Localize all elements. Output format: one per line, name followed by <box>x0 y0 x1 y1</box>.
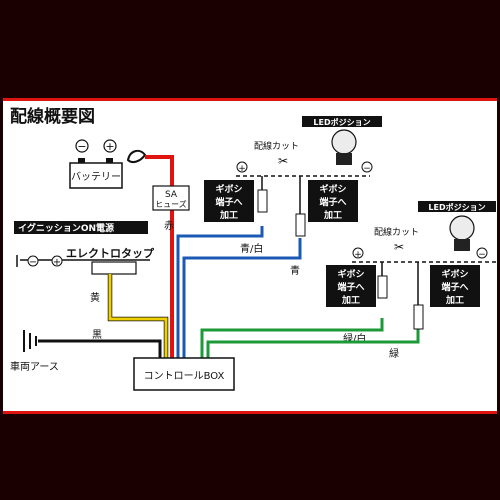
led-position-label-bg-1 <box>302 116 382 127</box>
scissors-icon-2: ✂ <box>394 240 404 254</box>
battery-terminal-minus <box>78 158 85 163</box>
diagram-title: 配線概要図 <box>10 106 95 127</box>
terminal-female-1 <box>257 189 268 213</box>
terminal-male-1 <box>295 213 306 237</box>
control-box <box>133 357 235 391</box>
wire-label-black: 黒 <box>92 329 102 341</box>
gibosi-box-2b <box>430 265 480 307</box>
wire-green-white-path <box>200 318 384 358</box>
gibosi-1b-line2: 端子へ <box>319 196 346 208</box>
led2-minus-sign: − <box>478 250 486 260</box>
fuse-box <box>152 185 190 211</box>
ignition-minus-sign: − <box>29 257 37 268</box>
terminal-male-2 <box>413 304 424 330</box>
wire-red <box>145 155 174 358</box>
control-box-label: コントロールBOX <box>144 371 225 382</box>
terminal-female-2 <box>377 275 388 299</box>
battery-minus-sign: − <box>77 140 86 153</box>
led-position-label-1: LEDポジション <box>313 117 370 127</box>
ignition-label: イグニッションON電源 <box>18 222 114 234</box>
wire-green-path <box>206 329 420 358</box>
ground-label: 車両アース <box>10 360 59 373</box>
led1-minus-sign: − <box>363 164 371 174</box>
battery-clip-icon <box>126 149 147 164</box>
gibosi-1a-line3: 加工 <box>219 209 238 221</box>
wire-cut-label-1: 配線カット <box>254 140 299 152</box>
elektro-tap-icon <box>91 261 137 275</box>
wire-yellow-path <box>108 274 168 358</box>
led2-minus-icon <box>476 247 488 259</box>
led1-plus-sign: + <box>238 164 246 174</box>
led2-plus-icon <box>352 247 364 259</box>
ground-symbol-icon <box>23 330 37 352</box>
wire-cut-label-2: 配線カット <box>374 226 419 238</box>
gibosi-1a-line1: ギボシ <box>215 183 242 195</box>
ignition-plus-icon <box>51 255 63 267</box>
wire-blue-path <box>182 238 302 358</box>
gibosi-1b-line1: ギボシ <box>319 183 346 195</box>
ignition-label-bg <box>14 221 148 234</box>
gibosi-1a-line2: 端子へ <box>215 196 242 208</box>
gibosi-box-1b <box>308 180 358 222</box>
battery-plus-icon <box>103 139 117 153</box>
led1-plus-icon <box>236 161 248 173</box>
gibosi-box-2a <box>326 265 376 307</box>
wire-label-yellow: 黄 <box>90 291 100 304</box>
battery: − + バッテリー <box>69 139 123 189</box>
gibosi-2a-line2: 端子へ <box>337 281 364 293</box>
battery-terminal-plus <box>106 158 113 163</box>
wire-label-red: 赤 <box>164 220 174 232</box>
ignition-plus-sign: + <box>53 257 61 268</box>
fuse-label: ヒューズ <box>155 199 187 209</box>
gibosi-box-1a <box>204 180 254 222</box>
gibosi-2b-line3: 加工 <box>445 294 464 306</box>
led1-minus-icon <box>361 161 373 173</box>
led-position-label-bg-2 <box>418 201 496 212</box>
gibosi-2a-line1: ギボシ <box>337 268 364 280</box>
led-bulb-icon-1 <box>331 129 357 165</box>
wire-label-blue-white: 青/白 <box>240 242 263 255</box>
gibosi-2b-line2: 端子へ <box>441 281 468 293</box>
led2-plus-sign: + <box>354 250 362 260</box>
ignition-minus-icon <box>27 255 39 267</box>
battery-body <box>69 162 123 189</box>
gibosi-2b-line1: ギボシ <box>441 268 468 280</box>
wire-black-path <box>38 339 162 358</box>
elektro-tap-label: エレクトロタップ <box>66 246 155 260</box>
fuse-label-sa: SA <box>165 190 178 200</box>
battery-minus-icon <box>75 139 89 153</box>
led-position-label-2: LEDポジション <box>428 202 485 212</box>
wire-yellow-outline <box>107 274 169 358</box>
led-bulb-icon-2 <box>449 215 475 251</box>
wire-red-path <box>145 155 174 358</box>
battery-plus-sign: + <box>105 140 114 153</box>
gibosi-1b-line3: 加工 <box>323 209 342 221</box>
gibosi-2a-line3: 加工 <box>341 294 360 306</box>
battery-label: バッテリー <box>71 171 121 183</box>
wire-blue-white-path <box>176 226 264 358</box>
wire-label-green: 緑 <box>389 347 399 360</box>
wire-label-blue: 青 <box>290 264 300 277</box>
scissors-icon-1: ✂ <box>278 154 288 168</box>
